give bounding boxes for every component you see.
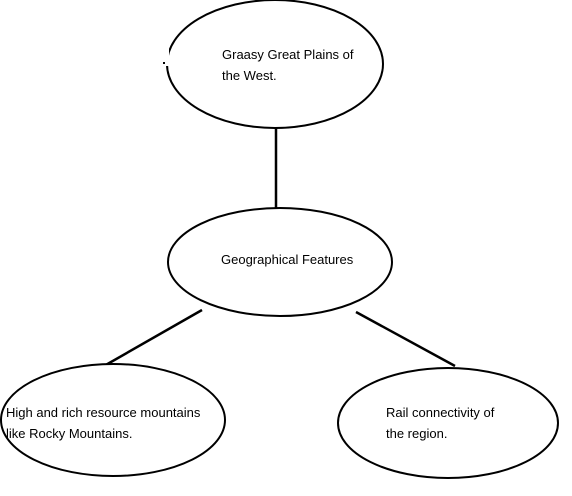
node-right-ellipse [337,367,559,479]
node-top-gap-tick [163,62,165,64]
node-left-ellipse [0,363,226,477]
node-top-label: Graasy Great Plains of the West. [222,47,354,83]
connector-center-right [355,310,456,368]
node-top-gap [161,46,169,66]
node-center-ellipse [167,207,393,317]
node-left-label: High and rich resource mountains like Ro… [6,405,201,441]
connector-center-left [103,308,203,368]
node-center-label: Geographical Features [221,252,354,267]
node-right-label: Rail connectivity of the region. [386,405,495,441]
